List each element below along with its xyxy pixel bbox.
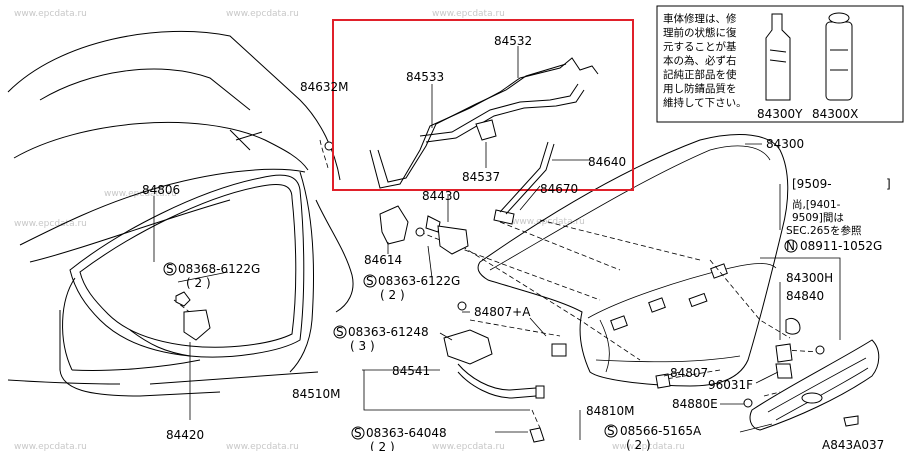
repair-note-line: 元することが基 (663, 40, 737, 53)
part-number-84807a: 84807+A (474, 305, 531, 319)
s-symbol-icon: S (354, 426, 362, 440)
repair-note-line: 本の為、必ず右 (663, 54, 737, 67)
part-number-84632m: 84632M (300, 80, 349, 94)
watermark-layer: www.epcdata.ru www.epcdata.ru www.epcdat… (14, 9, 685, 451)
n-symbol-icon: N (786, 239, 795, 253)
part-number-84533: 84533 (406, 70, 444, 84)
part-number-84300h: 84300H (786, 271, 833, 285)
highlight-box (332, 19, 634, 191)
part-number-84880e: 84880E (672, 397, 718, 411)
date-note: [9509- ] 尚,[9401- 9509]間は SEC.265を参照 (786, 177, 891, 237)
part-number-84532: 84532 (494, 34, 532, 48)
quantity-label: ( 2 ) (370, 440, 395, 451)
part-number-84670: 84670 (540, 182, 578, 196)
part-number-84300y: 84300Y (757, 107, 803, 121)
part-number-84806: 84806 (142, 183, 180, 197)
part-number-84640: 84640 (588, 155, 626, 169)
repair-note-line: 維持して下さい。 (663, 96, 747, 109)
part-number-84541: 84541 (392, 364, 430, 378)
s-symbol-icon: S (336, 325, 344, 339)
part-number-84510m: 84510M (292, 387, 341, 401)
repair-note-line: 用し防錆品質を (663, 82, 737, 95)
quantity-label: ( 2 ) (626, 438, 651, 451)
watermark: www.epcdata.ru (226, 442, 299, 451)
part-number-84614: 84614 (364, 253, 402, 267)
part-number-84300: 84300 (766, 137, 804, 151)
assembly-dash-lines (173, 139, 821, 429)
nut-number-08911: 08911-1052G (800, 239, 882, 253)
ref-note-line: SEC.265を参照 (786, 224, 862, 237)
part-number-84430: 84430 (422, 189, 460, 203)
screw-number-08363-6122g: 08363-6122G (378, 274, 460, 288)
torsion-bar-rods (369, 57, 599, 215)
figure-reference: A843A037 (822, 438, 884, 451)
watermark: www.epcdata.ru (226, 9, 299, 19)
watermark: www.epcdata.ru (612, 442, 685, 451)
ref-note-line: 尚,[9401- (792, 198, 841, 211)
quantity-label: ( 2 ) (186, 276, 211, 290)
part-number-84420: 84420 (166, 428, 204, 442)
watermark: www.epcdata.ru (14, 219, 87, 229)
part-number-84537: 84537 (462, 170, 500, 184)
s-symbol-icon: S (366, 274, 374, 288)
watermark: www.epcdata.ru (432, 9, 505, 19)
watermark: www.epcdata.ru (104, 189, 177, 199)
spray-can-icon (825, 21, 853, 101)
hardware-parts (175, 141, 859, 443)
leader-lines (153, 46, 841, 440)
part-number-84810m: 84810M (586, 404, 635, 418)
repair-note-box: 車体修理は、修 理前の状態に復 元することが基 本の為、必ず右 記純正部品を使 … (656, 5, 904, 123)
weatherstrip-84806 (69, 174, 305, 358)
repair-note-line: 理前の状態に復 (663, 26, 737, 39)
repair-note-line: 記純正部品を使 (663, 68, 737, 81)
part-number-96031f: 96031F (708, 378, 753, 392)
date-range-from: [9509- (792, 177, 832, 191)
s-symbol-icon: S (607, 424, 615, 438)
screw-number-08566: 08566-5165A (620, 424, 702, 438)
quantity-label: ( 2 ) (380, 288, 405, 302)
trunk-lid-84300 (477, 134, 789, 387)
repair-note-line: 車体修理は、修 (663, 12, 737, 25)
ref-note-line: 9509]間は (792, 212, 844, 224)
s-symbols: S S S S S N (163, 239, 798, 440)
part-number-84840: 84840 (786, 289, 824, 303)
finisher-84810m (749, 339, 880, 431)
quantity-label: ( 3 ) (350, 339, 375, 353)
part-labels: 84532 84533 84632M 84537 84640 84806 844… (142, 34, 884, 451)
date-range-close: ] (886, 177, 891, 191)
bumper-outline (59, 310, 221, 397)
watermark: www.epcdata.ru (432, 442, 505, 451)
s-symbol-icon: S (166, 262, 174, 276)
part-number-84807: 84807 (670, 366, 708, 380)
watermark: www.epcdata.ru (14, 442, 87, 451)
sealer-tube-icon (765, 13, 791, 101)
screw-number-08363-61248: 08363-61248 (348, 325, 429, 339)
screw-number-08368: 08368-6122G (178, 262, 260, 276)
watermark: www.epcdata.ru (14, 9, 87, 19)
part-number-84300x: 84300X (812, 107, 858, 121)
screw-number-08363-64048: 08363-64048 (366, 426, 447, 440)
